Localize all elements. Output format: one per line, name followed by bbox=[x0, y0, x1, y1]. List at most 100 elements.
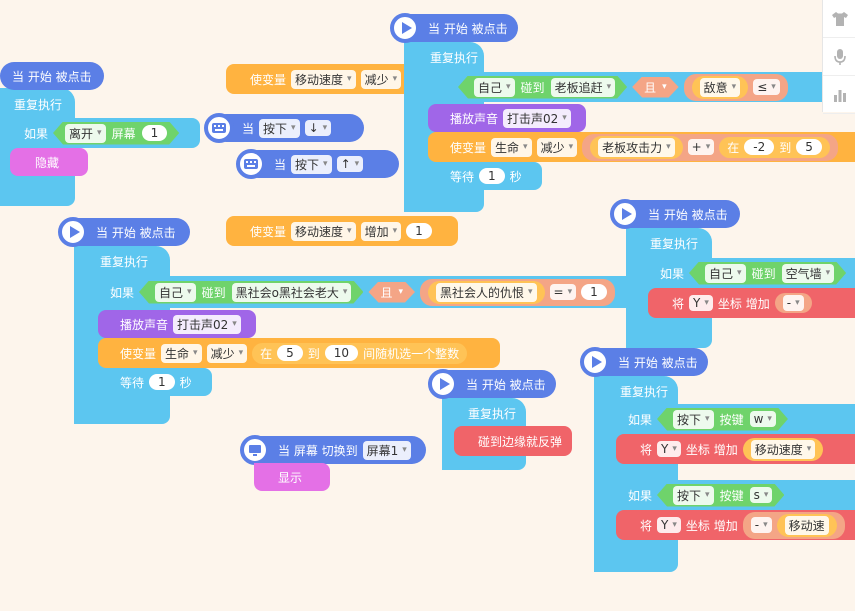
compare-block[interactable]: 敌意▾ ≤▾ bbox=[683, 73, 788, 101]
chevron-down-icon: ▾ bbox=[562, 113, 567, 123]
minus-dropdown[interactable]: -▾ bbox=[750, 517, 772, 533]
speed-reporter[interactable]: 移动速 bbox=[776, 513, 837, 537]
wait-block[interactable]: 等待 1 秒 bbox=[98, 368, 212, 396]
change-y-up-block[interactable]: 将 Y▾ 坐标 增加 移动速度▾ bbox=[616, 434, 855, 464]
change-coord-block[interactable]: 将 Y▾ 坐标 增加 -▾ bbox=[648, 288, 855, 318]
enemy-var-reporter[interactable]: 敌意▾ bbox=[691, 75, 749, 99]
press-dropdown[interactable]: 按下▾ bbox=[291, 154, 332, 174]
axis-dropdown[interactable]: Y▾ bbox=[657, 441, 681, 457]
hate-var-reporter[interactable]: 黑社会人的仇恨▾ bbox=[428, 280, 545, 304]
script-1-hat-label: 当 开始 被点击 bbox=[12, 69, 92, 84]
key-up-hat[interactable]: 当 按下▾ ↑▾ bbox=[236, 149, 399, 179]
script-11-hat[interactable]: 当 开始 被点击 bbox=[580, 347, 708, 377]
hide-block[interactable]: 隐藏 bbox=[10, 148, 88, 176]
script-8-hat[interactable]: 当 开始 被点击 bbox=[610, 199, 740, 229]
add-expression[interactable]: 老板攻击力▾ +▾ 在 -2 到 5 bbox=[582, 133, 838, 161]
random-block[interactable]: 在 5 到 10 间随机选一个整数 bbox=[252, 342, 468, 364]
and-label: 且 bbox=[644, 80, 657, 95]
touch-condition[interactable]: 自己▾ 碰到 黑社会o黑社会老大▾ bbox=[139, 281, 363, 304]
script-11-if-s-block[interactable]: 如果 按下▾ 按键 s▾ bbox=[606, 480, 855, 510]
key-dropdown[interactable]: ↓▾ bbox=[304, 120, 332, 136]
op-dropdown[interactable]: 增加▾ bbox=[360, 221, 402, 241]
touch-label: 碰到 bbox=[520, 80, 545, 95]
random-low-input[interactable]: 5 bbox=[277, 345, 303, 361]
leave-dropdown[interactable]: 离开▾ bbox=[65, 124, 106, 143]
script-5-hat[interactable]: 当 开始 被点击 bbox=[390, 13, 518, 43]
script-5-if-block[interactable]: 自己▾ 碰到 老板追赶▾ 且▾ 敌意▾ ≤▾ bbox=[418, 72, 855, 102]
touch-condition[interactable]: 自己▾ 碰到 空气墙▾ bbox=[689, 262, 846, 285]
speed-reporter[interactable]: 移动速度▾ bbox=[742, 437, 824, 461]
var-dropdown[interactable]: 移动速度▾ bbox=[291, 69, 356, 89]
random-high-input[interactable]: 5 bbox=[796, 139, 822, 155]
self-dropdown[interactable]: 自己▾ bbox=[155, 283, 196, 302]
minus-dropdown[interactable]: -▾ bbox=[782, 295, 804, 311]
target-dropdown[interactable]: 老板追赶▾ bbox=[551, 78, 616, 97]
and-operator[interactable]: 且▾ bbox=[632, 77, 679, 98]
touch-condition[interactable]: 自己▾ 碰到 老板追赶▾ bbox=[458, 76, 627, 99]
attack-reporter[interactable]: 老板攻击力▾ bbox=[590, 135, 683, 159]
target-dropdown[interactable]: 空气墙▾ bbox=[782, 264, 835, 283]
self-dropdown[interactable]: 自己▾ bbox=[474, 78, 515, 97]
key-s-condition[interactable]: 按下▾ 按键 s▾ bbox=[657, 484, 784, 507]
script-1-if-block[interactable]: 如果 离开▾ 屏幕 1 bbox=[0, 118, 200, 148]
wait-input[interactable]: 1 bbox=[479, 168, 505, 184]
minus-expression[interactable]: -▾ 移动速 bbox=[742, 511, 845, 539]
screen-dropdown[interactable]: 屏幕1▾ bbox=[362, 440, 411, 460]
play-sound-block[interactable]: 播放声音 打击声02▾ bbox=[428, 104, 586, 132]
key-dropdown[interactable]: s▾ bbox=[750, 487, 773, 503]
script-7-if-block[interactable]: 如果 自己▾ 碰到 黑社会o黑社会老大▾ 且▾ 黑社会人的仇恨▾ =▾ 1 bbox=[88, 276, 628, 308]
compare-value-input[interactable]: 1 bbox=[581, 284, 607, 300]
change-life-block[interactable]: 使变量 生命▾ 减少▾ 老板攻击力▾ +▾ 在 -2 到 5 bbox=[428, 132, 855, 162]
plus-dropdown[interactable]: +▾ bbox=[687, 139, 715, 155]
minus-expression[interactable]: -▾ bbox=[774, 293, 812, 313]
target-dropdown[interactable]: 黑社会o黑社会老大▾ bbox=[232, 283, 352, 302]
press-dropdown[interactable]: 按下▾ bbox=[259, 118, 300, 138]
screen-switch-hat[interactable]: 当 屏幕 切换到 屏幕1▾ bbox=[240, 435, 426, 465]
var-dropdown[interactable]: 生命▾ bbox=[161, 343, 202, 363]
sound-dropdown[interactable]: 打击声02▾ bbox=[503, 108, 571, 128]
script-5-forever-label: 重复执行 bbox=[430, 51, 479, 65]
leave-screen-condition[interactable]: 离开▾ 屏幕 1 bbox=[53, 122, 179, 145]
press-dropdown[interactable]: 按下▾ bbox=[673, 410, 714, 429]
costume-tab[interactable] bbox=[823, 0, 855, 38]
axis-dropdown[interactable]: Y▾ bbox=[689, 295, 713, 311]
change-life-block[interactable]: 使变量 生命▾ 减少▾ 在 5 到 10 间随机选一个整数 bbox=[98, 338, 500, 368]
axis-dropdown[interactable]: Y▾ bbox=[657, 517, 681, 533]
show-block[interactable]: 显示 bbox=[254, 463, 330, 491]
script-9-hat[interactable]: 当 开始 被点击 bbox=[428, 369, 556, 399]
play-sound-block[interactable]: 播放声音 打击声02▾ bbox=[98, 310, 256, 338]
and-operator[interactable]: 且▾ bbox=[368, 282, 415, 303]
number-input[interactable]: 1 bbox=[406, 223, 432, 239]
random-high-input[interactable]: 10 bbox=[324, 345, 359, 361]
key-w-condition[interactable]: 按下▾ 按键 w▾ bbox=[657, 408, 788, 431]
op-dropdown[interactable]: 减少▾ bbox=[206, 343, 248, 363]
key-down-hat[interactable]: 当 按下▾ ↓▾ bbox=[204, 113, 364, 143]
sound-dropdown[interactable]: 打击声02▾ bbox=[173, 314, 241, 334]
bounce-block[interactable]: 碰到边缘就反弹 bbox=[454, 426, 572, 456]
press-dropdown[interactable]: 按下▾ bbox=[673, 486, 714, 505]
random-block[interactable]: 在 -2 到 5 bbox=[719, 136, 830, 158]
change-speed-increase-block[interactable]: 使变量 移动速度▾ 增加▾ 1 bbox=[226, 216, 458, 246]
compare-op-dropdown[interactable]: ≤▾ bbox=[753, 79, 780, 95]
compare-block[interactable]: 黑社会人的仇恨▾ =▾ 1 bbox=[420, 278, 615, 306]
script-8-if-block[interactable]: 如果 自己▾ 碰到 空气墙▾ bbox=[638, 258, 855, 288]
wait-block[interactable]: 等待 1 秒 bbox=[428, 162, 542, 190]
change-y-down-block[interactable]: 将 Y▾ 坐标 增加 -▾ 移动速 bbox=[616, 510, 855, 540]
self-dropdown[interactable]: 自己▾ bbox=[705, 264, 746, 283]
wait-input[interactable]: 1 bbox=[149, 374, 175, 390]
op-dropdown[interactable]: 减少▾ bbox=[536, 137, 578, 157]
key-dropdown[interactable]: ↑▾ bbox=[336, 156, 364, 172]
var-dropdown[interactable]: 生命▾ bbox=[491, 137, 532, 157]
script-11-if-w-block[interactable]: 如果 按下▾ 按键 w▾ bbox=[606, 404, 855, 434]
random-low-input[interactable]: -2 bbox=[744, 139, 775, 155]
stats-tab[interactable] bbox=[823, 76, 855, 114]
key-dropdown[interactable]: w▾ bbox=[750, 411, 776, 427]
script-7-hat[interactable]: 当 开始 被点击 bbox=[58, 217, 190, 247]
number-input[interactable]: 1 bbox=[142, 125, 168, 141]
script-1-hat[interactable]: 当 开始 被点击 bbox=[0, 62, 104, 90]
sound-tab[interactable] bbox=[823, 38, 855, 76]
op-dropdown[interactable]: 减少▾ bbox=[360, 69, 402, 89]
var-dropdown[interactable]: 移动速度▾ bbox=[291, 221, 356, 241]
compare-op-dropdown[interactable]: =▾ bbox=[549, 284, 577, 300]
right-toolbar bbox=[822, 0, 855, 114]
